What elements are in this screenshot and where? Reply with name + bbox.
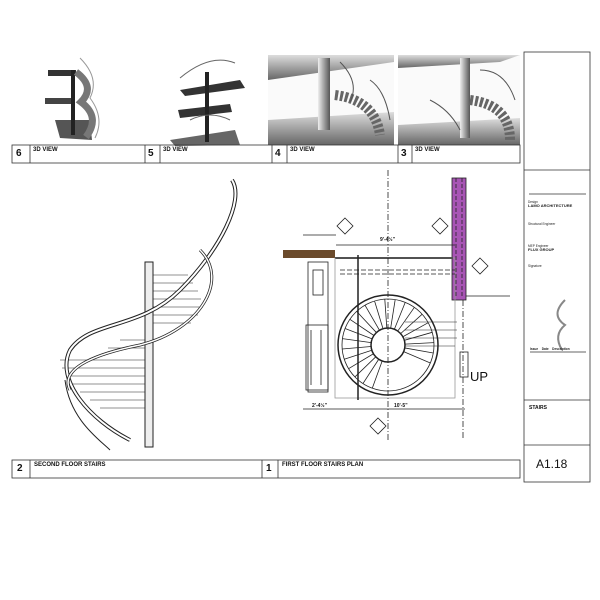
stair-tread [404, 347, 434, 354]
mep-heading: MEP Engineer [528, 244, 549, 248]
view-title: 3D VIEW [33, 147, 58, 153]
stair-tread [344, 349, 372, 360]
sheet-title: STAIRS [529, 405, 547, 411]
structural-heading: Structural Engineer [528, 222, 556, 226]
view-title: 3D VIEW [290, 147, 315, 153]
dimension-left: 2'-4½" [312, 403, 327, 409]
view-number: 1 [266, 463, 272, 474]
dimension-bottom: 10'-5" [394, 403, 408, 409]
rev-col-issue: Issue [530, 347, 539, 351]
dimension-top: 9'-4½" [380, 237, 395, 243]
spiral-stair-elevation [60, 178, 238, 451]
rev-col-date: Date [541, 347, 549, 351]
stair-tread [402, 322, 429, 338]
stair-tread [384, 299, 388, 329]
stair-tread [403, 351, 431, 364]
signature-heading: Signature [528, 264, 542, 268]
first-floor-plan [283, 170, 510, 440]
stair-tread [371, 360, 383, 389]
stair-tread [374, 300, 384, 329]
stair-tread [362, 359, 380, 384]
view-title: SECOND FLOOR STAIRS [34, 462, 106, 468]
sheet-number: A1.18 [536, 457, 568, 471]
mep-firm: FLUX GROUP [528, 247, 555, 252]
design-heading: Design [528, 200, 538, 204]
view-number: 6 [16, 148, 22, 159]
stair-tread [390, 299, 396, 329]
view-number: 4 [275, 148, 281, 159]
rev-col-description: Description [552, 347, 570, 351]
view-number: 5 [148, 148, 154, 159]
top-label-row [11, 144, 521, 164]
stair-tread [397, 307, 415, 332]
view-number: 2 [17, 463, 23, 474]
stair-tread [393, 302, 406, 330]
view-title: 3D VIEW [415, 147, 440, 153]
stair-tread [342, 346, 372, 350]
view-number: 3 [401, 148, 407, 159]
purple-column [451, 177, 467, 301]
design-firm: LAMO ARCHITECTURE [528, 203, 573, 208]
beam [283, 250, 335, 258]
stair-tread [348, 353, 374, 370]
3d-view-6 [45, 57, 100, 140]
3d-view-4 [268, 55, 394, 145]
up-label: UP [470, 369, 489, 384]
title-block-info: Design LAMO ARCHITECTURE Structural Engi… [528, 200, 572, 268]
title-block [523, 51, 591, 483]
stair-tread [400, 313, 423, 334]
stair-tread [364, 304, 380, 331]
stair-tread [356, 311, 377, 333]
stair-tread [404, 342, 434, 345]
stair-tread [342, 338, 372, 344]
view-title: 3D VIEW [163, 147, 188, 153]
stair-tread [344, 328, 373, 340]
3d-view-3 [398, 55, 520, 145]
view-title: FIRST FLOOR STAIRS PLAN [282, 462, 364, 468]
stair-tread [404, 331, 433, 341]
bottom-label-row [11, 459, 521, 479]
stair-tread [349, 318, 375, 336]
stair-tread [354, 356, 377, 378]
revision-table-header: Issue Date Description [530, 347, 570, 351]
3d-view-5 [170, 59, 245, 146]
